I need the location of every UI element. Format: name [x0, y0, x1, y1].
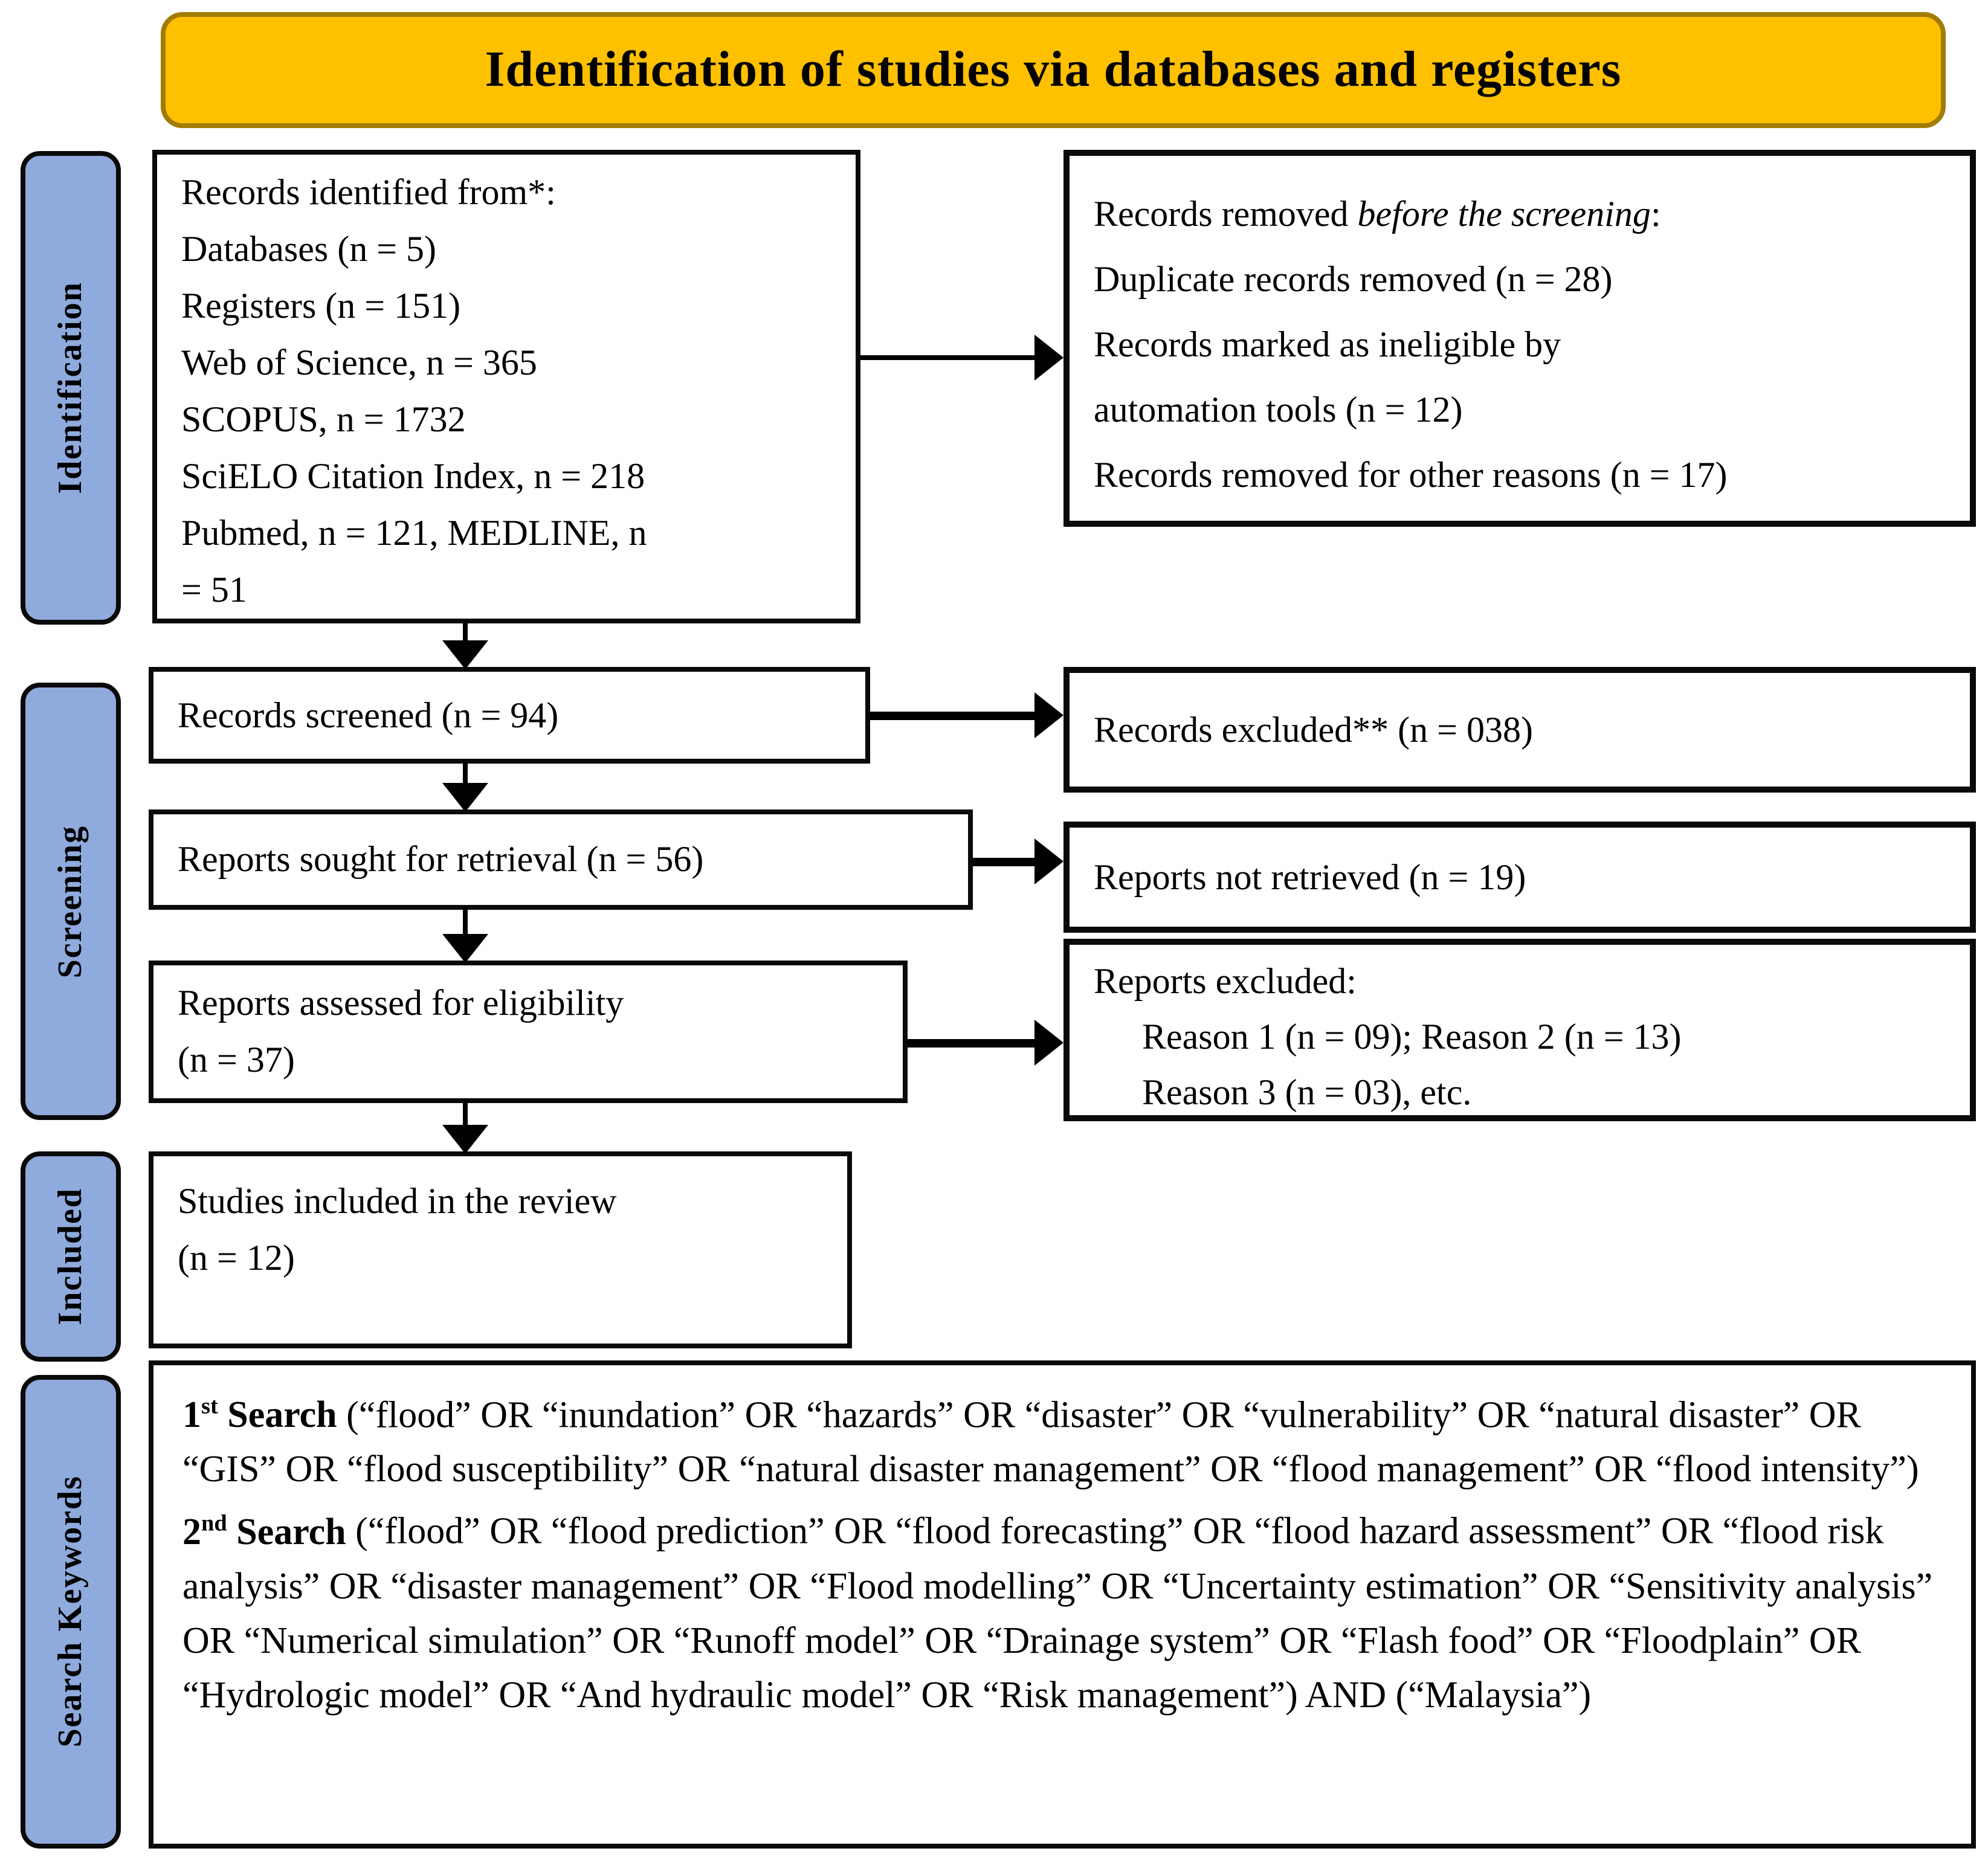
box-records-removed: Records removed before the screening: Du…	[1063, 150, 1976, 527]
box-reports-not-retrieved: Reports not retrieved (n = 19)	[1063, 822, 1976, 933]
diagram-title: Identification of studies via databases …	[485, 42, 1622, 98]
reports-not-retrieved-text: Reports not retrieved (n = 19)	[1094, 857, 1526, 897]
records-identified-text: Records identified from*: Databases (n =…	[181, 173, 647, 610]
records-removed-prefix: Records removed	[1094, 195, 1358, 234]
arrow-assessed-to-reports-excluded	[908, 1019, 1063, 1067]
records-removed-italic: before the screening	[1357, 195, 1651, 234]
studies-included-text: Studies included in the review (n = 12)	[178, 1182, 617, 1278]
reports-assessed-text: Reports assessed for eligibility (n = 37…	[178, 983, 624, 1080]
second-search-query: 2nd Search (“flood” OR “flood prediction…	[182, 1496, 1942, 1722]
records-screened-text: Records screened (n = 94)	[178, 695, 559, 735]
first-search-query: 1st Search (“flood” OR “inundation” OR “…	[182, 1380, 1942, 1496]
second-search-terms: (“flood” OR “flood prediction” OR “flood…	[182, 1510, 1933, 1716]
arrow-head-icon	[1034, 1020, 1063, 1066]
arrow-head-icon	[1034, 335, 1063, 381]
arrow-head-icon	[442, 1125, 488, 1154]
arrow-head-icon	[442, 783, 488, 812]
stage-label-included: Included	[21, 1151, 121, 1362]
box-search-keywords: 1st Search (“flood” OR “inundation” OR “…	[149, 1360, 1976, 1849]
box-reports-assessed: Reports assessed for eligibility (n = 37…	[149, 961, 908, 1103]
records-removed-rest: : Duplicate records removed (n = 28) Rec…	[1094, 195, 1728, 495]
reports-excluded-reason-1: Reason 1 (n = 09); Reason 2 (n = 13)	[1142, 1017, 1682, 1057]
arrow-screened-to-excluded	[870, 691, 1063, 739]
arrow-head-icon	[1034, 692, 1063, 738]
stage-label-screening: Screening	[21, 683, 121, 1120]
title-banner: Identification of studies via databases …	[161, 12, 1946, 128]
box-records-identified: Records identified from*: Databases (n =…	[152, 150, 860, 623]
arrow-assessed-to-included	[439, 1101, 492, 1154]
reports-excluded-reason-2: Reason 3 (n = 03), etc.	[1142, 1073, 1472, 1113]
stage-label-identification: Identification	[21, 151, 121, 625]
records-excluded-text: Records excluded** (n = 038)	[1094, 710, 1533, 750]
arrow-head-icon	[442, 640, 488, 669]
reports-sought-text: Reports sought for retrieval (n = 56)	[178, 840, 704, 880]
arrow-head-icon	[442, 934, 488, 963]
arrow-identified-to-screened	[439, 621, 492, 669]
arrow-sought-to-not-retrieved	[973, 837, 1063, 886]
box-studies-included: Studies included in the review (n = 12)	[149, 1151, 852, 1348]
box-reports-sought: Reports sought for retrieval (n = 56)	[149, 809, 973, 910]
arrow-identified-to-removed	[860, 333, 1063, 382]
first-search-terms: (“flood” OR “inundation” OR “hazards” OR…	[182, 1393, 1919, 1490]
box-reports-excluded: Reports excluded: Reason 1 (n = 09); Rea…	[1063, 939, 1976, 1121]
arrow-head-icon	[1034, 838, 1063, 884]
arrow-screened-to-sought	[439, 761, 492, 812]
arrow-sought-to-assessed	[439, 907, 492, 963]
box-records-screened: Records screened (n = 94)	[149, 667, 870, 764]
box-records-excluded: Records excluded** (n = 038)	[1063, 667, 1976, 793]
reports-excluded-title: Reports excluded:	[1094, 962, 1357, 1002]
stage-label-search-keywords: Search Keywords	[21, 1375, 121, 1849]
first-search-label: 1st Search	[182, 1393, 337, 1436]
second-search-label: 2nd Search	[182, 1510, 346, 1553]
